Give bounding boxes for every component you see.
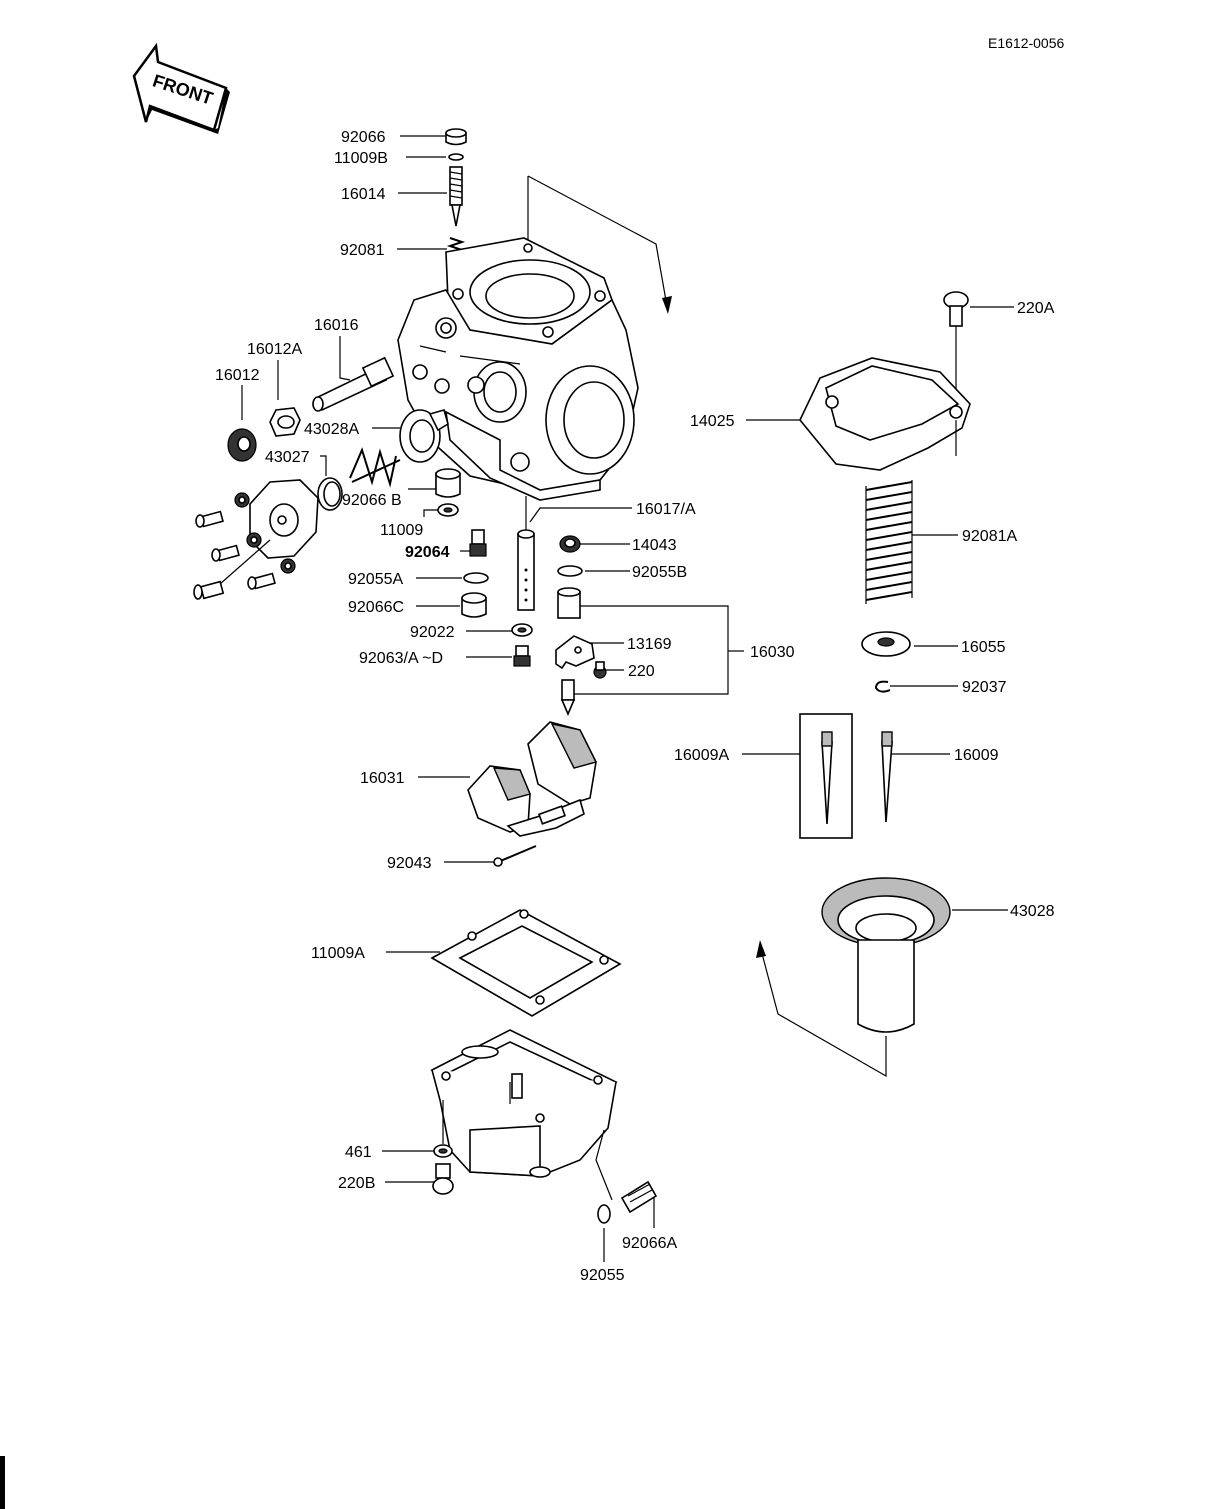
- ring-43027: [317, 477, 343, 511]
- label-16017: 16017/A: [636, 501, 696, 518]
- label-16031: 16031: [360, 770, 405, 787]
- leader-lines: [241, 135, 1014, 1262]
- screw-220: [593, 661, 607, 679]
- label-16055: 16055: [961, 639, 1006, 656]
- label-92081: 92081: [340, 242, 385, 259]
- label-92055A: 92055A: [348, 571, 403, 588]
- label-43027: 43027: [265, 449, 310, 466]
- carburetor-body: [397, 176, 639, 530]
- gasket-11009A: [430, 909, 622, 1017]
- label-92063: 92063/A ~D: [359, 650, 443, 667]
- washer-11009: [437, 503, 459, 517]
- label-92066A: 92066A: [622, 1235, 677, 1252]
- label-16014: 16014: [341, 186, 386, 203]
- pin-92043: [493, 845, 537, 867]
- nut-16012A: [269, 407, 301, 437]
- screw-220A: [943, 291, 969, 420]
- shaft-16016: [312, 356, 395, 412]
- label-16012: 16012: [215, 367, 260, 384]
- label-13169: 13169: [627, 636, 672, 653]
- seat-16055: [861, 631, 911, 657]
- washer-461: [433, 1144, 453, 1158]
- label-92037: 92037: [962, 679, 1007, 696]
- label-92055: 92055: [580, 1267, 625, 1284]
- spring-large-left: [349, 447, 401, 488]
- label-92022: 92022: [410, 624, 455, 641]
- float-valve-seat: [557, 587, 581, 619]
- label-16012A: 16012A: [247, 341, 302, 358]
- knob-16012: [227, 428, 257, 462]
- plug-14043: [559, 535, 581, 553]
- clip-92037: [874, 680, 891, 693]
- o-ring-11009B: [448, 153, 464, 161]
- part-labels: 92066 11009B 16014 92081 16016 16012A 16…: [215, 129, 1055, 1284]
- spring-92081A: [865, 480, 913, 604]
- label-16009: 16009: [954, 747, 999, 764]
- label-92066B: 92066 B: [342, 492, 402, 509]
- cap-92066: [445, 128, 467, 146]
- front-arrow-icon: FRONT: [132, 42, 230, 134]
- arrow-bottom: [756, 940, 887, 1078]
- label-16009A: 16009A: [674, 747, 729, 764]
- label-220: 220: [628, 663, 655, 680]
- float-16031: [467, 721, 598, 837]
- plate-13169: [555, 635, 595, 670]
- page-edge-mark: [0, 1456, 5, 1509]
- label-11009A: 11009A: [311, 945, 365, 962]
- label-43028: 43028: [1010, 903, 1055, 920]
- needle-16009: [881, 731, 893, 823]
- diagram-code: E1612-0056: [988, 35, 1065, 51]
- label-43028A: 43028A: [304, 421, 359, 438]
- leader-bowl-plug: [595, 1129, 613, 1201]
- label-11009B: 11009B: [334, 150, 388, 167]
- label-92043: 92043: [387, 855, 432, 872]
- label-14025: 14025: [690, 413, 735, 430]
- label-461: 461: [345, 1144, 372, 1161]
- arrow-top: [527, 175, 672, 314]
- label-220B: 220B: [338, 1175, 375, 1192]
- needle-valve: [560, 679, 576, 717]
- emulsion-tube-16017: [517, 529, 535, 611]
- o-ring-92055: [597, 1204, 611, 1224]
- jet-92063: [513, 645, 531, 667]
- plug-92066A: [620, 1180, 658, 1214]
- diaphragm-43028A: [399, 409, 449, 463]
- o-ring-92055A: [463, 572, 489, 584]
- jet-92064: [469, 529, 487, 557]
- washer-92022: [511, 623, 533, 637]
- label-92064: 92064: [405, 544, 450, 561]
- diaphragm-piston-43028: [821, 877, 951, 1033]
- label-92066C: 92066C: [348, 599, 404, 616]
- cover-14025: [799, 357, 971, 471]
- screw-16014: [449, 166, 463, 227]
- needle-16009A-box: [799, 713, 853, 839]
- cover-assembly-left: [193, 479, 319, 600]
- screw-220B: [432, 1163, 454, 1195]
- label-16030: 16030: [750, 644, 795, 661]
- label-16016: 16016: [314, 317, 359, 334]
- label-92066: 92066: [341, 129, 386, 146]
- cap-92066B: [435, 468, 461, 498]
- label-11009: 11009: [380, 522, 423, 539]
- label-14043: 14043: [632, 537, 677, 554]
- label-92081A: 92081A: [962, 528, 1017, 545]
- float-bowl: [430, 1029, 618, 1178]
- o-ring-92055B: [557, 565, 583, 577]
- label-220A: 220A: [1017, 300, 1055, 317]
- cap-92066C: [461, 592, 487, 618]
- label-92055B: 92055B: [632, 564, 687, 581]
